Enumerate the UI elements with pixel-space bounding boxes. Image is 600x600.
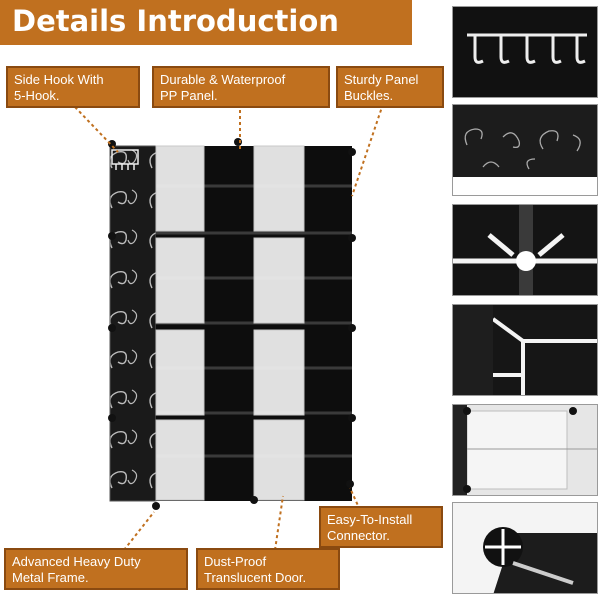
callout-text: Metal Frame. <box>12 570 89 585</box>
hook-detail-image <box>452 6 598 98</box>
buckle-detail-image <box>452 204 598 296</box>
callout-door: Dust-Proof Translucent Door. <box>196 548 340 590</box>
callout-text: 5-Hook. <box>14 88 60 103</box>
callout-connector: Easy-To-Install Connector. <box>319 506 443 548</box>
callout-text: Advanced Heavy Duty <box>12 554 141 569</box>
title-banner: Details Introduction <box>0 0 412 45</box>
panel-pattern-image <box>452 104 598 196</box>
frame-detail-image <box>452 304 598 396</box>
door-detail-image <box>452 404 598 496</box>
callout-text: Buckles. <box>344 88 394 103</box>
connector-detail-image <box>452 502 598 594</box>
callout-text: PP Panel. <box>160 88 218 103</box>
callout-buckles: Sturdy Panel Buckles. <box>336 66 444 108</box>
callout-text: Side Hook With <box>14 72 104 87</box>
callout-pp-panel: Durable & Waterproof PP Panel. <box>152 66 330 108</box>
callout-text: Dust-Proof <box>204 554 267 569</box>
callout-frame: Advanced Heavy Duty Metal Frame. <box>4 548 188 590</box>
callout-text: Durable & Waterproof <box>160 72 286 87</box>
page-title: Details Introduction <box>12 4 339 38</box>
callout-text: Translucent Door. <box>204 570 307 585</box>
callout-side-hook: Side Hook With 5-Hook. <box>6 66 140 108</box>
shoe-cabinet-image <box>108 138 356 510</box>
callout-text: Connector. <box>327 528 390 543</box>
callout-text: Easy-To-Install <box>327 512 413 527</box>
callout-text: Sturdy Panel <box>344 72 419 87</box>
